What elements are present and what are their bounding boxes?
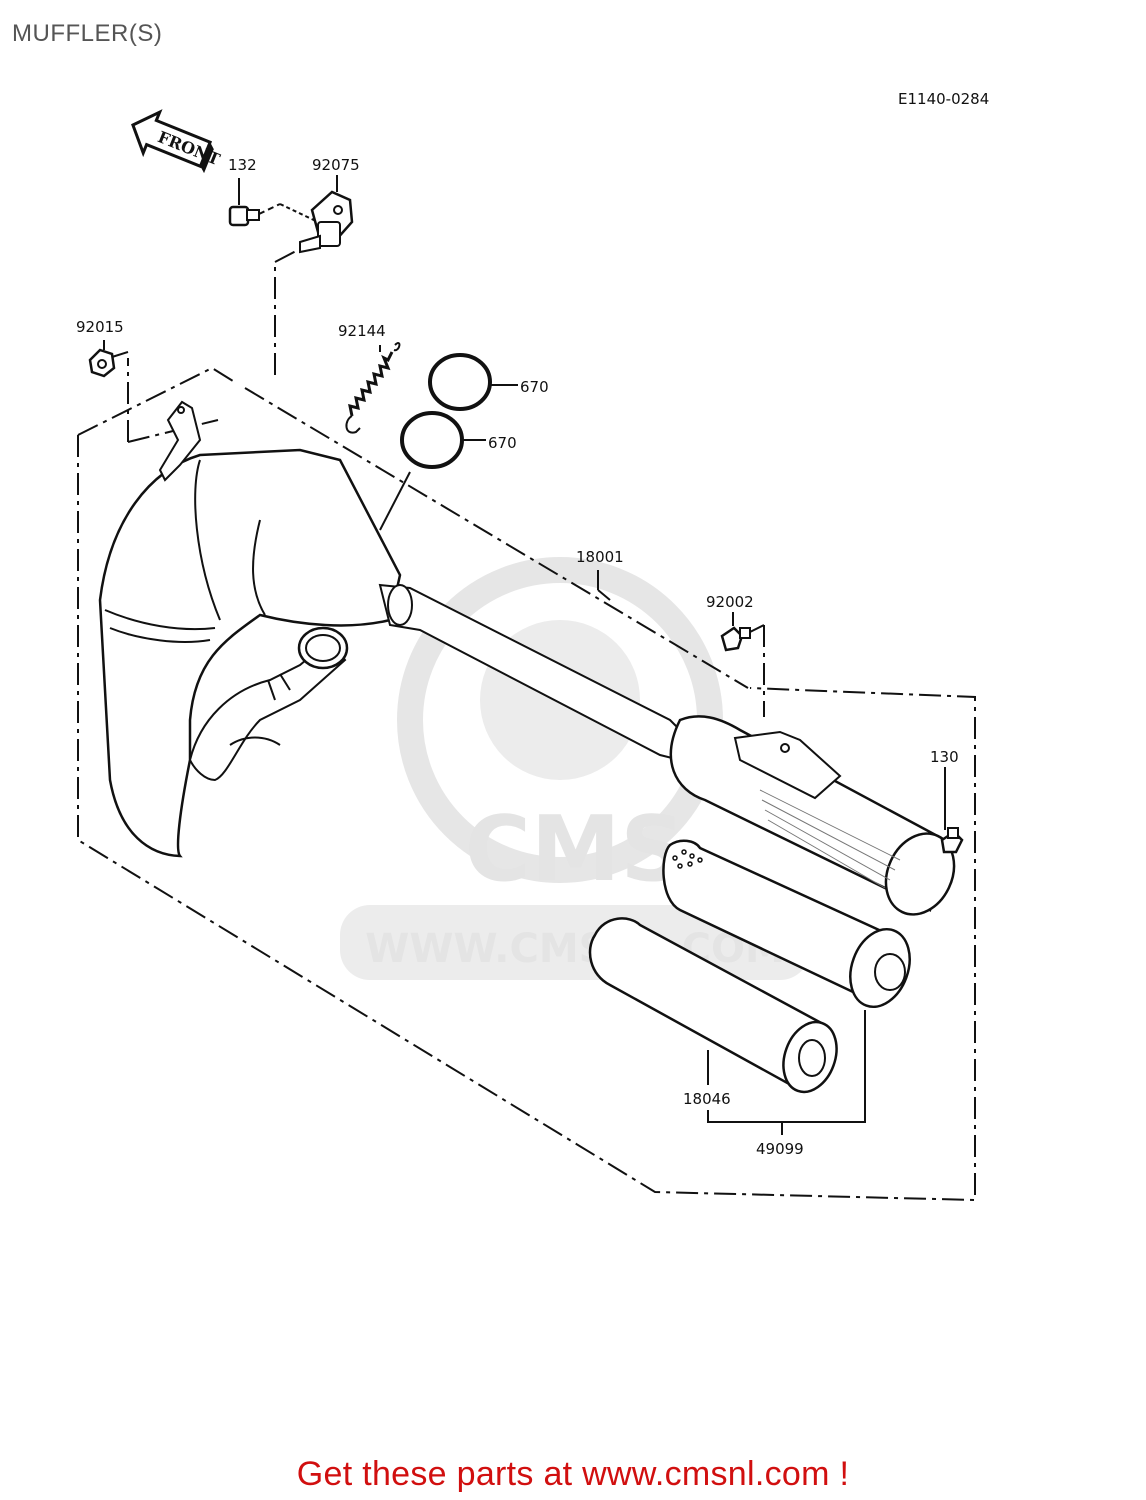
nut-92015	[88, 340, 129, 378]
part-label-92015[interactable]: 92015	[76, 318, 124, 336]
part-label-92144[interactable]: 92144	[338, 322, 386, 340]
bolt-130	[940, 767, 964, 854]
gasket-670-upper	[428, 353, 518, 411]
page-title: MUFFLER(S)	[12, 20, 163, 47]
front-arrow-icon: FRONT	[131, 109, 223, 174]
packing-18046	[588, 917, 838, 1094]
group-bracket-49099	[707, 1010, 866, 1123]
silencer-insert	[662, 839, 911, 1009]
part-label-92002[interactable]: 92002	[706, 593, 754, 611]
muffler-18001	[98, 400, 956, 916]
diagram-code: E1140-0284	[898, 90, 989, 108]
watermark-brand: CMS	[465, 797, 685, 902]
part-label-18046[interactable]: 18046	[683, 1090, 731, 1108]
part-label-670-lower[interactable]: 670	[488, 434, 517, 452]
watermark-url: WWW.CMSNL.COM	[365, 926, 785, 972]
part-label-49099[interactable]: 49099	[756, 1140, 804, 1158]
promo-link-text[interactable]: Get these parts at www.cmsnl.com !	[296, 1455, 850, 1493]
part-label-670-upper[interactable]: 670	[520, 378, 549, 396]
promo-link[interactable]: Get these parts at www.cmsnl.com !	[0, 1455, 1146, 1494]
part-label-18001[interactable]: 18001	[576, 548, 624, 566]
spring-92144	[345, 342, 401, 434]
bolt-132	[228, 178, 281, 227]
part-label-130[interactable]: 130	[930, 748, 959, 766]
part-label-92075[interactable]: 92075	[312, 156, 360, 174]
assembly-outline	[77, 249, 976, 1202]
part-label-132[interactable]: 132	[228, 156, 257, 174]
bolt-92002	[720, 612, 765, 652]
parts-diagram: CMS WWW.CMSNL.COM E1140-0284 FRONT	[76, 90, 989, 1202]
gasket-670-lower	[379, 411, 486, 531]
bracket-92075	[279, 175, 354, 254]
